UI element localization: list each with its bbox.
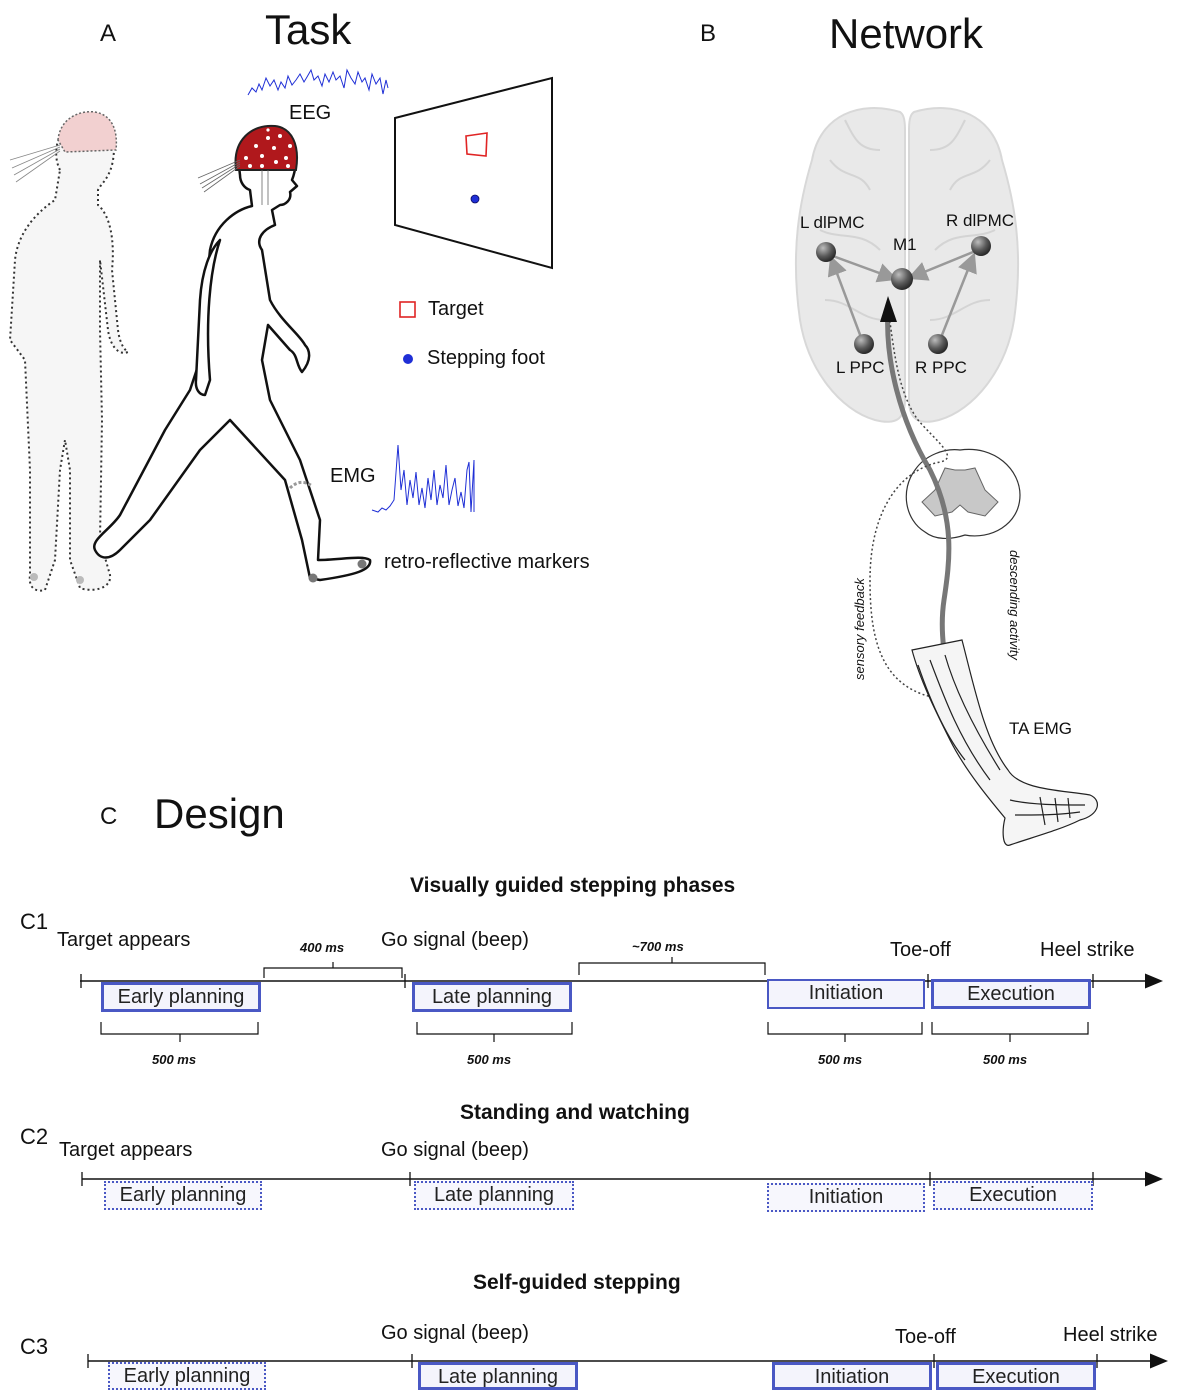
legend-foot-icon — [403, 354, 413, 364]
panel-a-letter: A — [100, 20, 116, 48]
leg-anatomy — [912, 640, 1097, 845]
c2-go-event: Go signal (beep) — [381, 1139, 529, 1162]
panel-c-letter: C — [100, 803, 117, 831]
legend-foot-label: Stepping foot — [427, 347, 545, 370]
node-m1 — [891, 268, 913, 290]
sensory-feedback-label: sensory feedback — [852, 578, 867, 680]
legend-target-icon — [400, 302, 415, 317]
c1-gap1: 400 ms — [300, 940, 344, 955]
descending-activity-label: descending activity — [1007, 550, 1022, 660]
ta-emg-label: TA EMG — [1009, 719, 1072, 739]
label-m1: M1 — [893, 235, 917, 255]
ghost-walker-figure — [10, 118, 128, 591]
c3-title: Self-guided stepping — [473, 1271, 681, 1295]
c3-box-execution: Execution — [936, 1362, 1096, 1390]
c1-box-early-planning: Early planning — [101, 982, 261, 1012]
c1-gap2: ~700 ms — [632, 939, 684, 954]
c3-box-early-planning: Early planning — [108, 1362, 266, 1390]
c1-duration-4: 500 ms — [983, 1052, 1027, 1067]
c1-duration-1: 500 ms — [152, 1052, 196, 1067]
node-r-ppc — [928, 334, 948, 354]
label-l-ppc: L PPC — [836, 358, 885, 378]
c2-box-late-planning: Late planning — [414, 1181, 574, 1210]
node-l-ppc — [854, 334, 874, 354]
marker-icon — [358, 560, 367, 569]
node-l-dlpmc — [816, 242, 836, 262]
walker-figure — [94, 132, 370, 580]
panel-b-letter: B — [700, 20, 716, 48]
label-l-dlpmc: L dlPMC — [800, 213, 865, 233]
eeg-signal — [248, 70, 388, 95]
markers-label: retro-reflective markers — [384, 551, 590, 574]
c3-heel-event: Heel strike — [1063, 1324, 1157, 1347]
c3-box-initiation: Initiation — [772, 1362, 932, 1390]
ghost-marker-icon — [30, 573, 38, 581]
ghost-marker-icon — [76, 576, 84, 584]
eeg-cap-icon — [235, 126, 297, 170]
label-r-dlpmc: R dlPMC — [946, 211, 1014, 231]
c3-toe-event: Toe-off — [895, 1326, 956, 1349]
ghost-cap-icon — [58, 112, 116, 152]
c2-title: Standing and watching — [460, 1101, 690, 1125]
c2-box-execution: Execution — [933, 1181, 1093, 1210]
marker-icon — [309, 574, 318, 583]
c1-heel-event: Heel strike — [1040, 939, 1134, 962]
panel-b-title: Network — [829, 10, 983, 58]
c3-id: C3 — [20, 1334, 48, 1360]
emg-signal — [372, 445, 474, 512]
c1-duration-2: 500 ms — [467, 1052, 511, 1067]
panel-c-title: Design — [154, 790, 285, 838]
label-r-ppc: R PPC — [915, 358, 967, 378]
c2-id: C2 — [20, 1124, 48, 1150]
c3-go-event: Go signal (beep) — [381, 1322, 529, 1345]
stepping-foot-dot-icon — [471, 195, 479, 203]
ghost-cable-icon — [10, 145, 60, 182]
c1-title: Visually guided stepping phases — [410, 874, 735, 898]
c1-duration-3: 500 ms — [818, 1052, 862, 1067]
node-r-dlpmc — [971, 236, 991, 256]
c1-toe-event: Toe-off — [890, 939, 951, 962]
legend-target-label: Target — [428, 298, 484, 321]
panel-a-title: Task — [265, 6, 351, 54]
c3-box-late-planning: Late planning — [418, 1362, 578, 1390]
eeg-label: EEG — [289, 102, 331, 125]
c2-target-event: Target appears — [59, 1139, 192, 1162]
display-screen — [395, 78, 552, 268]
c1-id: C1 — [20, 909, 48, 935]
c1-box-execution: Execution — [931, 979, 1091, 1009]
c1-go-event: Go signal (beep) — [381, 929, 529, 952]
emg-label: EMG — [330, 465, 376, 488]
c2-box-initiation: Initiation — [767, 1183, 925, 1212]
c1-target-event: Target appears — [57, 929, 190, 952]
brain-outline — [796, 108, 1018, 422]
c2-box-early-planning: Early planning — [104, 1181, 262, 1210]
c1-box-initiation: Initiation — [767, 979, 925, 1009]
c1-box-late-planning: Late planning — [412, 982, 572, 1012]
